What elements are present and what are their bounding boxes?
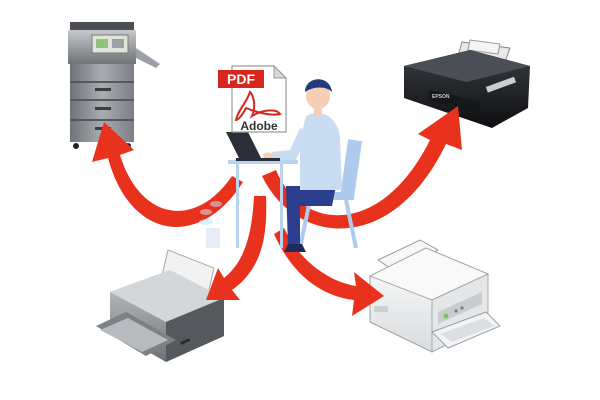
arrow-to-copier	[92, 122, 243, 227]
pdf-badge-label: PDF	[227, 71, 255, 87]
distribution-arrows	[92, 106, 462, 316]
multifunction-copier-icon	[68, 22, 160, 149]
pdf-brand-label: Adobe	[240, 119, 278, 133]
person-at-laptop	[226, 79, 342, 252]
plant-icon	[199, 201, 222, 248]
desk	[228, 160, 298, 248]
arrow-to-inkjet	[262, 106, 462, 229]
svg-text:EPSON: EPSON	[432, 94, 450, 100]
arrow-to-dot-matrix	[206, 196, 267, 300]
gray-dot-matrix-printer-icon	[96, 249, 224, 362]
pdf-file-icon: PDF Adobe	[218, 64, 288, 133]
acrobat-logo-icon	[234, 90, 282, 122]
white-all-in-one-printer-icon	[368, 239, 501, 353]
arrow-to-all-in-one	[274, 228, 384, 316]
pdf-badge	[218, 70, 264, 88]
black-inkjet-printer-icon: EPSON	[404, 39, 530, 128]
